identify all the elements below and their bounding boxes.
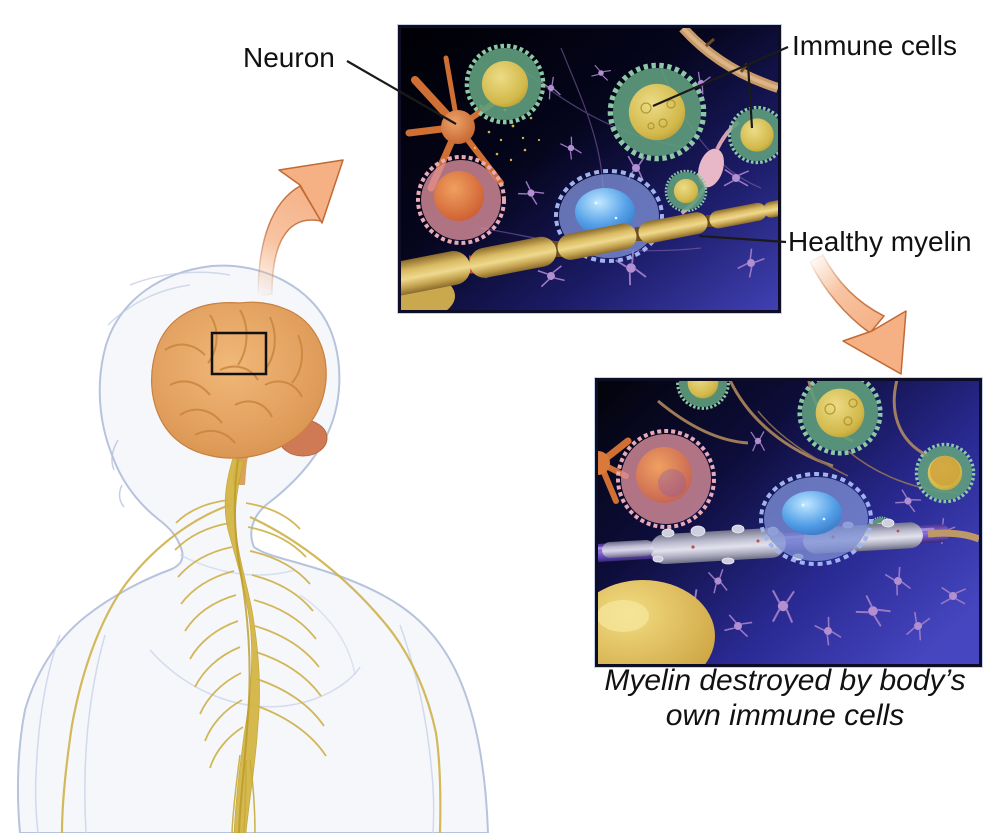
damaged-myelin-panel (595, 378, 982, 667)
spinal-nerves (174, 499, 327, 769)
macrophage-cell (416, 155, 506, 245)
human-body-figure (16, 264, 490, 833)
spinal-cord (60, 457, 442, 833)
caption-line-1: Myelin destroyed by body’s (604, 664, 966, 697)
immune-cells-group (678, 381, 974, 545)
damaged-tissue-scene (598, 381, 979, 664)
cauda-fibers (231, 754, 256, 833)
neuron-label: Neuron (243, 42, 335, 73)
microglia-cell (759, 472, 873, 566)
arrow-to-damaged-panel-icon (809, 253, 907, 375)
caption-line-2: own immune cells (665, 699, 905, 732)
lesion-specks (691, 529, 900, 549)
caption: Myelin destroyed by body’s own immune ce… (575, 663, 995, 733)
healthy-tissue-scene (401, 28, 778, 310)
healthy-myelin-panel (398, 25, 781, 313)
yellow-cell-body (598, 580, 715, 664)
healthy-myelin-axon (401, 197, 778, 310)
right-arm-nerve (249, 516, 442, 833)
brain (151, 301, 328, 485)
left-arm-nerve (60, 503, 231, 833)
damaged-sheath (650, 527, 786, 565)
immune-cells-label: Immune cells (792, 30, 957, 61)
macrophage-cell (616, 429, 716, 529)
healthy-myelin-label: Healthy myelin (788, 226, 972, 257)
